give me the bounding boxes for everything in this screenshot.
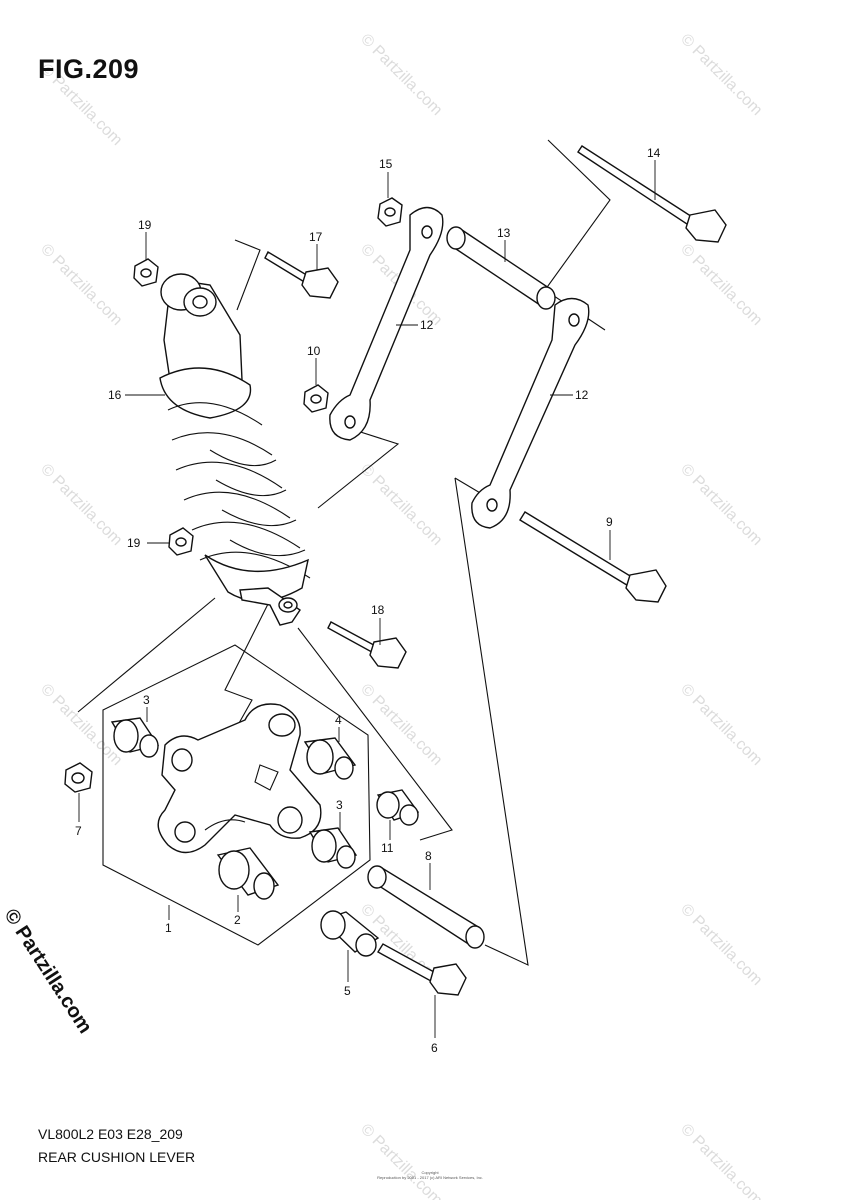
shock-absorber (159, 273, 311, 626)
nut-19-top (133, 258, 159, 287)
watermark-text: © Partzilla.com (357, 31, 445, 119)
callout-19: 19 (138, 218, 152, 232)
watermark-text: © Partzilla.com (677, 461, 765, 549)
copyright-notice: Copyright Reproduction by 2001 - 2017 (c… (365, 1170, 495, 1180)
callout-3: 3 (336, 798, 343, 812)
leader-lines (78, 160, 656, 1038)
callout-10: 10 (307, 344, 321, 358)
group-outlines (77, 139, 611, 966)
copyright-line-2: Reproduction by 2001 - 2017 (c) ARI Netw… (377, 1175, 483, 1180)
callout-4: 4 (335, 713, 342, 727)
callout-13: 13 (497, 226, 511, 240)
bolt-6 (377, 943, 467, 996)
nut-15 (377, 197, 403, 227)
callout-9: 9 (606, 515, 613, 529)
watermark-text: © Partzilla.com (357, 681, 445, 769)
watermark-text: © Partzilla.com (677, 31, 765, 119)
callout-16: 16 (108, 388, 122, 402)
callout-2: 2 (234, 913, 241, 927)
watermark-text: © Partzilla.com (677, 1121, 765, 1200)
watermark-text: © Partzilla.com (37, 461, 125, 549)
callout-7: 7 (75, 824, 82, 838)
callout-19: 19 (127, 536, 141, 550)
bearing-3-upper (110, 717, 160, 758)
bearing-2 (216, 847, 280, 900)
watermark-text: © Partzilla.com (357, 461, 445, 549)
bolt-14 (577, 145, 727, 243)
callout-18: 18 (371, 603, 385, 617)
callout-15: 15 (379, 157, 393, 171)
callout-11: 11 (381, 841, 394, 855)
collar-8 (367, 865, 485, 949)
callout-labels: 14 13 15 19 17 12 10 16 12 19 9 18 3 4 7… (75, 146, 661, 1055)
cushion-lever (157, 703, 322, 854)
watermark-text: © Partzilla.com (357, 1121, 445, 1200)
callout-3: 3 (143, 693, 150, 707)
callout-1: 1 (165, 921, 172, 935)
copyright-line-1: Copyright (421, 1170, 439, 1175)
watermark-text: © Partzilla.com (677, 901, 765, 989)
bearing-4 (303, 737, 357, 780)
collar-11 (376, 789, 420, 826)
callout-17: 17 (309, 230, 323, 244)
nut-7 (64, 762, 93, 793)
diagram-name: REAR CUSHION LEVER (38, 1149, 196, 1165)
collar-5 (320, 910, 380, 957)
bolt-18 (327, 621, 407, 669)
cushion-rod-right (471, 297, 590, 529)
collar-13 (446, 226, 556, 310)
bolt-9 (519, 511, 667, 603)
callout-14: 14 (647, 146, 661, 160)
callout-5: 5 (344, 984, 351, 998)
watermark-text: © Partzilla.com (37, 241, 125, 329)
watermark-text: © Partzilla.com (677, 681, 765, 769)
cushion-rod-left (329, 206, 444, 441)
model-code: VL800L2 E03 E28_209 (38, 1126, 183, 1142)
bearing-3-lower (308, 827, 358, 869)
callout-12: 12 (575, 388, 589, 402)
watermark-text: © Partzilla.com (677, 241, 765, 329)
callout-8: 8 (425, 849, 432, 863)
nut-19-bottom (168, 527, 194, 556)
watermark-text: © Partzilla.com (37, 681, 125, 769)
nut-10 (303, 384, 329, 413)
callout-6: 6 (431, 1041, 438, 1055)
bolt-17 (264, 251, 339, 299)
callout-12: 12 (420, 318, 434, 332)
figure-title: FIG.209 (38, 54, 140, 84)
